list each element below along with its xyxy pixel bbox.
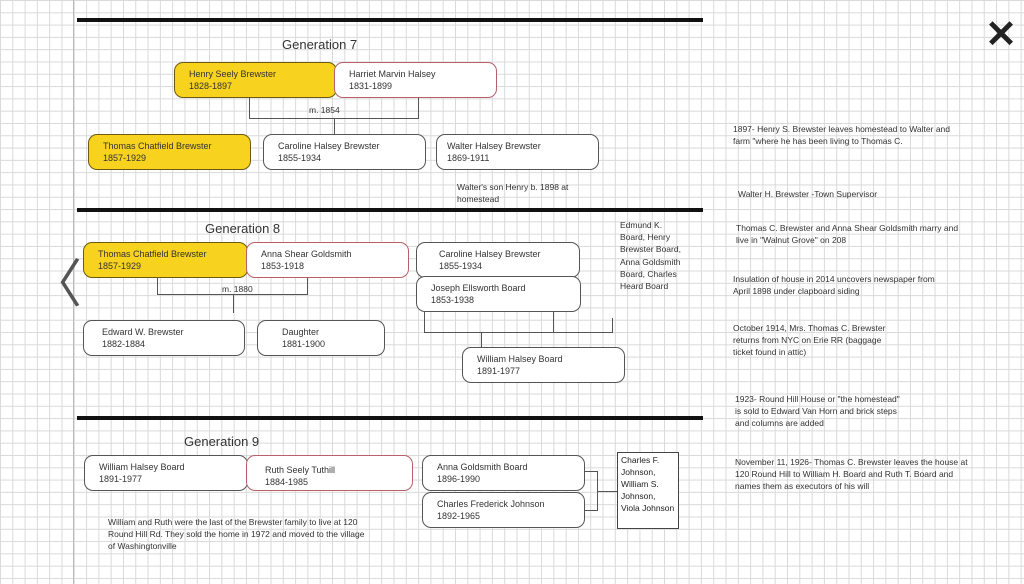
person-box[interactable]: Joseph Ellsworth Board 1853-1938 (416, 276, 581, 312)
person-box[interactable]: Anna Goldsmith Board 1896-1990 (422, 455, 585, 491)
divider (77, 416, 703, 420)
connector (612, 318, 613, 332)
person-name: Walter Halsey Brewster (447, 141, 541, 151)
divider (77, 18, 703, 22)
person-years: 1857-1929 (98, 261, 142, 271)
margin-line (73, 0, 74, 584)
timeline-note: 1923- Round Hill House or "the homestead… (735, 394, 900, 428)
walter-note: Walter's son Henry b. 1898 at homestead (457, 182, 569, 204)
person-years: 1828-1897 (189, 81, 233, 91)
timeline-note: Walter H. Brewster -Town Supervisor (738, 189, 878, 199)
person-box[interactable]: Henry Seely Brewster 1828-1897 (174, 62, 337, 98)
connector (597, 491, 617, 492)
close-icon[interactable]: ✕ (985, 14, 1017, 56)
person-years: 1891-1977 (477, 366, 521, 376)
siblings-note: Edmund K. Board, Henry Brewster Board, A… (620, 220, 681, 292)
timeline-note: Insulation of house in 2014 uncovers new… (733, 274, 935, 296)
marriage-label: m. 1880 (222, 284, 253, 294)
person-name: Caroline Halsey Brewster (278, 141, 380, 151)
johnson-children-box: Charles F. Johnson, William S. Johnson, … (617, 452, 679, 529)
person-name: Daughter (282, 327, 320, 337)
person-name: Anna Goldsmith Board (437, 462, 528, 472)
person-name: Caroline Halsey Brewster (439, 249, 541, 259)
person-box[interactable]: Edward W. Brewster 1882-1884 (83, 320, 245, 356)
person-name: Henry Seely Brewster (189, 69, 277, 79)
person-box[interactable]: Thomas Chatfield Brewster 1857-1929 (88, 134, 251, 170)
children-names: Charles F. Johnson, William S. Johnson, … (621, 455, 675, 513)
connector (424, 312, 425, 332)
person-box[interactable]: Walter Halsey Brewster 1869-1911 (436, 134, 599, 170)
person-years: 1884-1985 (265, 477, 309, 487)
person-box[interactable]: Daughter 1881-1900 (257, 320, 385, 356)
person-box[interactable]: Anna Shear Goldsmith 1853-1918 (246, 242, 409, 278)
person-name: William Halsey Board (99, 462, 185, 472)
person-name: Thomas Chatfield Brewster (103, 141, 212, 151)
person-box[interactable]: Harriet Marvin Halsey 1831-1899 (334, 62, 497, 98)
timeline-note: November 11, 1926- Thomas C. Brewster le… (735, 457, 968, 491)
person-box[interactable]: Caroline Halsey Brewster 1855-1934 (263, 134, 426, 170)
person-name: Edward W. Brewster (102, 327, 184, 337)
generation-9-title: Generation 9 (184, 434, 260, 449)
person-name: Ruth Seely Tuthill (265, 465, 336, 475)
person-name: Thomas Chatfield Brewster (98, 249, 207, 259)
timeline-note: Thomas C. Brewster and Anna Shear Goldsm… (736, 223, 959, 245)
connector (157, 278, 158, 295)
person-years: 1882-1884 (102, 339, 146, 349)
connector (585, 510, 597, 511)
connector (157, 294, 308, 295)
person-years: 1853-1938 (431, 295, 475, 305)
person-years: 1857-1929 (103, 153, 147, 163)
person-years: 1869-1911 (447, 153, 490, 163)
person-box[interactable]: Thomas Chatfield Brewster 1857-1929 (83, 242, 248, 278)
connector (481, 332, 482, 348)
person-years: 1881-1900 (282, 339, 326, 349)
connector (249, 98, 250, 118)
person-years: 1855-1934 (278, 153, 322, 163)
person-name: Charles Frederick Johnson (437, 499, 545, 509)
chevron-left-icon[interactable]: 〈 (30, 256, 83, 314)
connector (585, 471, 597, 472)
connector (233, 294, 234, 313)
connector (334, 118, 335, 135)
person-name: Harriet Marvin Halsey (349, 69, 436, 79)
connector (553, 312, 554, 332)
person-name: William Halsey Board (477, 354, 563, 364)
person-years: 1891-1977 (99, 474, 143, 484)
person-years: 1892-1965 (437, 511, 481, 521)
marriage-label: m. 1854 (309, 105, 340, 115)
connector (424, 332, 613, 333)
gen9-note: William and Ruth were the last of the Br… (108, 517, 365, 551)
timeline-note: 1897- Henry S. Brewster leaves homestead… (733, 124, 951, 146)
generation-8-title: Generation 8 (205, 221, 281, 236)
person-years: 1896-1990 (437, 474, 481, 484)
person-years: 1831-1899 (349, 81, 393, 91)
person-box[interactable]: William Halsey Board 1891-1977 (462, 347, 625, 383)
person-box[interactable]: Ruth Seely Tuthill 1884-1985 (246, 455, 413, 491)
person-box[interactable]: Charles Frederick Johnson 1892-1965 (422, 492, 585, 528)
person-years: 1855-1934 (439, 261, 483, 271)
connector (307, 278, 308, 295)
divider (77, 208, 703, 212)
person-name: Anna Shear Goldsmith (261, 249, 352, 259)
person-box[interactable]: Caroline Halsey Brewster 1855-1934 (416, 242, 580, 278)
generation-7-title: Generation 7 (282, 37, 358, 52)
person-box[interactable]: William Halsey Board 1891-1977 (84, 455, 248, 491)
person-years: 1853-1918 (261, 261, 305, 271)
person-name: Joseph Ellsworth Board (431, 283, 526, 293)
connector (418, 98, 419, 118)
timeline-note: October 1914, Mrs. Thomas C. Brewster re… (733, 323, 886, 357)
